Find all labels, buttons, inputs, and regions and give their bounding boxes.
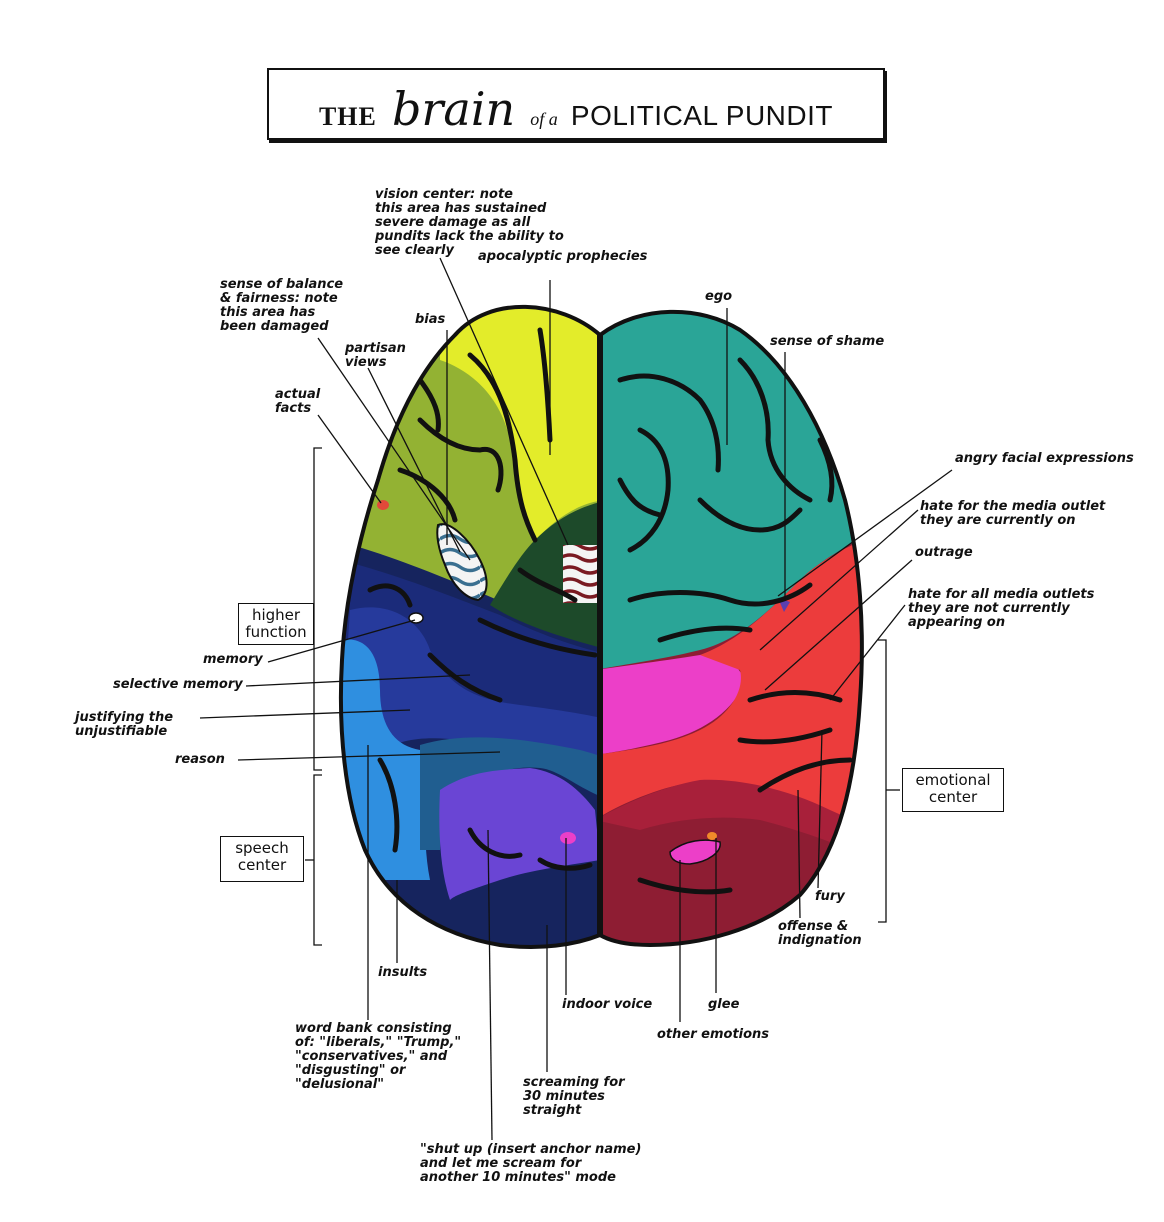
label-angry-facial-expressions: angry facial expressions bbox=[955, 451, 1134, 466]
right-outline bbox=[598, 309, 864, 948]
partisan-views-patch bbox=[436, 523, 488, 602]
label-justifying: justifying the unjustifiable bbox=[75, 710, 174, 739]
region-light-blue bbox=[340, 639, 430, 880]
glee-patch bbox=[669, 839, 721, 865]
title-political-pundit: POLITICAL PUNDIT bbox=[570, 100, 834, 131]
title-of-a: of a bbox=[530, 109, 558, 129]
actual-facts-dot bbox=[377, 500, 389, 510]
higher-function-box: higher function bbox=[238, 603, 314, 645]
region-yellow bbox=[440, 306, 600, 540]
label-selective-memory: selective memory bbox=[113, 677, 243, 692]
label-actual-facts: actual facts bbox=[275, 387, 321, 416]
label-insults: insults bbox=[378, 965, 428, 980]
label-reason: reason bbox=[175, 752, 225, 767]
glee-dot bbox=[707, 832, 717, 840]
title-the: THE bbox=[318, 102, 377, 131]
region-magenta bbox=[600, 653, 745, 755]
label-offense-indignation: offense & indignation bbox=[778, 919, 862, 948]
label-screaming: screaming for 30 minutes straight bbox=[523, 1075, 625, 1118]
emotional-center-box: emotional center bbox=[902, 768, 1004, 812]
speech-center-box: speech center bbox=[220, 836, 304, 882]
label-bias: bias bbox=[415, 312, 446, 327]
label-glee: glee bbox=[708, 997, 740, 1012]
left-hemisphere bbox=[340, 306, 600, 947]
label-memory: memory bbox=[203, 652, 263, 667]
region-purple bbox=[439, 768, 600, 900]
right-hemisphere bbox=[600, 311, 862, 945]
label-indoor-voice: indoor voice bbox=[562, 997, 653, 1012]
page-title: THE brain of a POLITICAL PUNDIT bbox=[269, 82, 883, 136]
region-mid-blue bbox=[340, 607, 600, 760]
label-ego: ego bbox=[705, 289, 733, 304]
title-box: THE brain of a POLITICAL PUNDIT bbox=[267, 68, 885, 140]
indoor-voice-dot bbox=[560, 832, 576, 844]
label-partisan-views: partisan views bbox=[345, 341, 406, 370]
label-sense-of-shame: sense of shame bbox=[770, 334, 885, 349]
label-word-bank: word bank consisting of: "liberals," "Tr… bbox=[295, 1021, 462, 1092]
label-shut-up-mode: "shut up (insert anchor name) and let me… bbox=[420, 1142, 642, 1185]
left-outline bbox=[338, 304, 602, 949]
label-other-emotions: other emotions bbox=[657, 1027, 770, 1042]
leader-lines bbox=[199, 257, 953, 1141]
bias-patch bbox=[563, 545, 597, 603]
label-hate-all-outlets: hate for all media outlets they are not … bbox=[908, 587, 1095, 630]
title-brain: brain bbox=[391, 82, 516, 136]
label-apocalyptic-prophecies: apocalyptic prophecies bbox=[478, 249, 648, 264]
label-sense-of-balance: sense of balance & fairness: note this a… bbox=[220, 277, 344, 334]
region-steel-blue bbox=[420, 737, 600, 850]
region-red bbox=[600, 535, 862, 830]
region-dark-green bbox=[490, 500, 600, 650]
region-crimson bbox=[600, 779, 862, 860]
label-outrage: outrage bbox=[915, 545, 973, 560]
label-fury: fury bbox=[815, 889, 845, 904]
label-vision-center: vision center: note this area has sustai… bbox=[375, 187, 564, 258]
label-hate-current-outlet: hate for the media outlet they are curre… bbox=[920, 499, 1106, 528]
